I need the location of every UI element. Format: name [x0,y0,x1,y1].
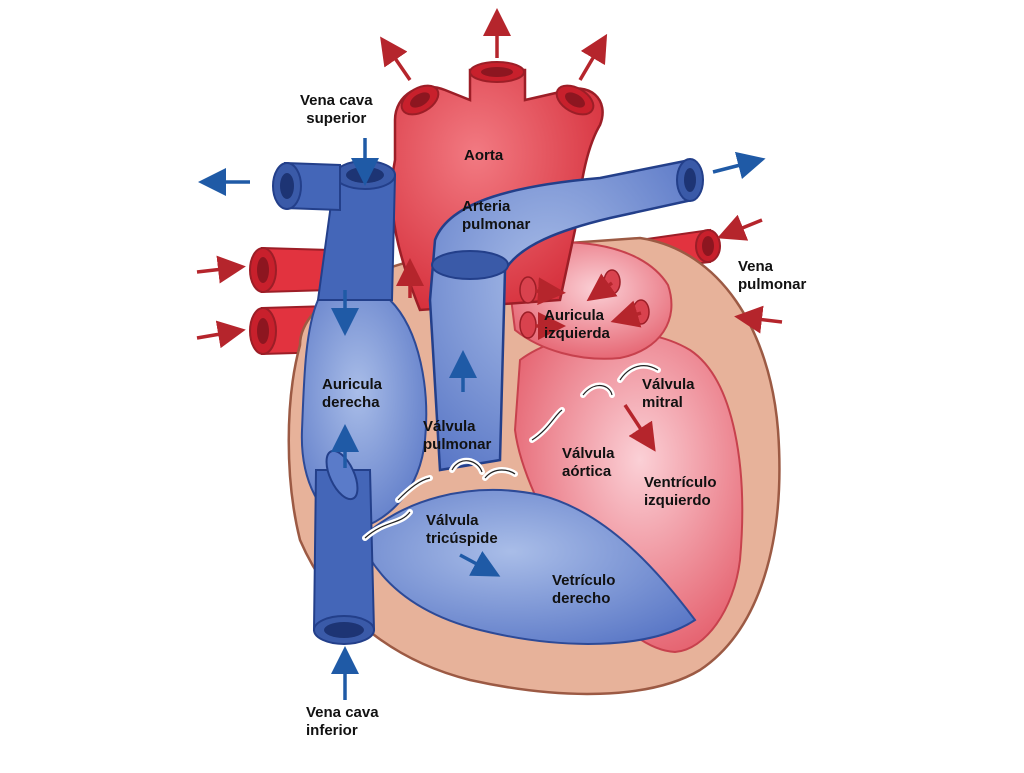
label-arteria-pulmonar: Arteria pulmonar [462,198,531,233]
label-ventriculo-derecho: Vetrículo derecho [552,572,616,607]
label-auricula-izquierda: Auricula izquierda [544,307,610,342]
label-vena-cava-inferior: Vena cava inferior [306,704,379,739]
pulmonary-artery [428,158,704,472]
label-valvula-aortica: Válvula aórtica [562,445,615,480]
valve-outlines [364,365,659,539]
label-valvula-tricuspide: Válvula tricúspide [426,512,498,547]
label-auricula-derecha: Auricula derecha [322,376,383,411]
label-vena-cava-superior: Vena cava superior [300,92,373,127]
blue-flow-arrows [198,8,766,700]
label-aorta: Aorta [464,147,504,164]
label-vena-pulmonar: Vena pulmonar [738,258,807,293]
red-flow-arrows [196,33,783,452]
right-ventricle-chamber [358,489,697,645]
inferior-vena-cava [312,469,376,645]
label-ventriculo-izquierdo: Ventrículo izquierdo [644,474,717,509]
superior-vena-cava [272,160,397,301]
label-valvula-mitral: Válvula mitral [642,376,695,411]
label-valvula-pulmonar: Válvula pulmonar [423,418,492,453]
